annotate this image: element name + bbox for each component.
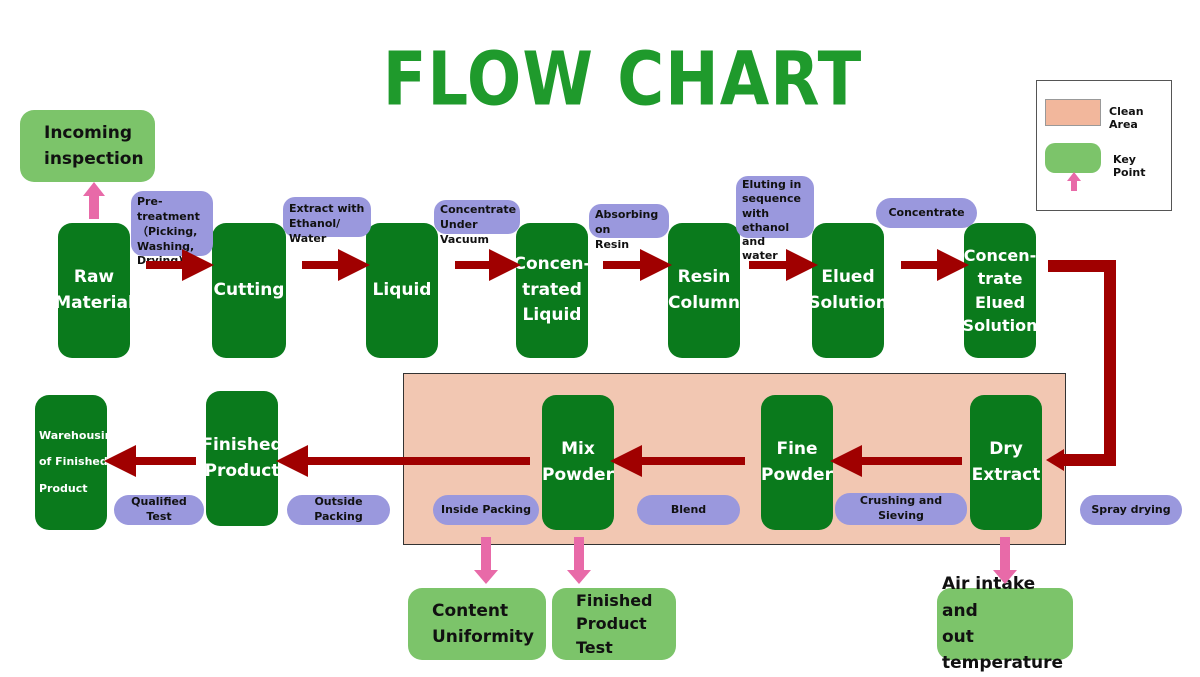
label-spray-drying: Spray drying [1080,495,1182,525]
legend: Clean Area Key Point [1036,80,1172,211]
step-fine-powder: Fine Powder [761,395,833,530]
label-qualified-test: Qualified Test [114,495,204,525]
key-incoming-inspection: Incoming inspection [20,110,155,182]
label-concentrate-vacuum: Concentrate Under Vacuum [434,200,520,246]
legend-key-point-swatch [1045,143,1101,173]
label-eluting: Eluting in sequence with ethanol and wat… [736,176,814,262]
label-inside-packing: Inside Packing [433,495,539,525]
label-pretreatment: Pre-treatment （Picking, Washing, Drying) [131,191,213,267]
step-concentrate-elued-solution: Concen- trate Elued Solution [963,223,1037,358]
key-finished-product-test: Finished Product Test [552,588,676,660]
step-warehousing: Warehousing of Finished Product [35,395,120,530]
label-extract: Extract with Ethanol/ Water [283,197,371,245]
step-raw-material: Raw Material [54,223,134,358]
step-dry-extract: Dry Extract [970,395,1042,530]
label-concentrate: Concentrate [876,198,977,228]
key-content-uniformity: Content Uniformity [408,588,546,660]
chart-title: FLOW CHART [382,38,863,124]
step-mix-powder: Mix Powder [542,395,614,530]
step-cutting: Cutting [212,223,286,358]
label-absorbing: Absorbing on Resin [589,204,669,251]
legend-clean-area-swatch [1045,99,1101,126]
step-finished-product: Finished Product [201,391,283,526]
step-liquid: Liquid [366,223,438,358]
label-outside-packing: Outside Packing [287,495,390,525]
key-air-intake: Air intake and out temperature [937,574,1073,673]
label-crushing-sieving: Crushing and Sieving [835,493,967,525]
legend-key-point-label: Key Point [1113,153,1146,179]
pink-arrow-incoming [83,182,105,219]
step-resin-column: Resin Column [668,223,740,358]
legend-clean-area-label: Clean Area [1109,105,1144,131]
label-blend: Blend [637,495,740,525]
step-concentrated-liquid: Concen- trated Liquid [513,223,591,358]
step-elued-solution: Elued Solution [808,223,888,358]
